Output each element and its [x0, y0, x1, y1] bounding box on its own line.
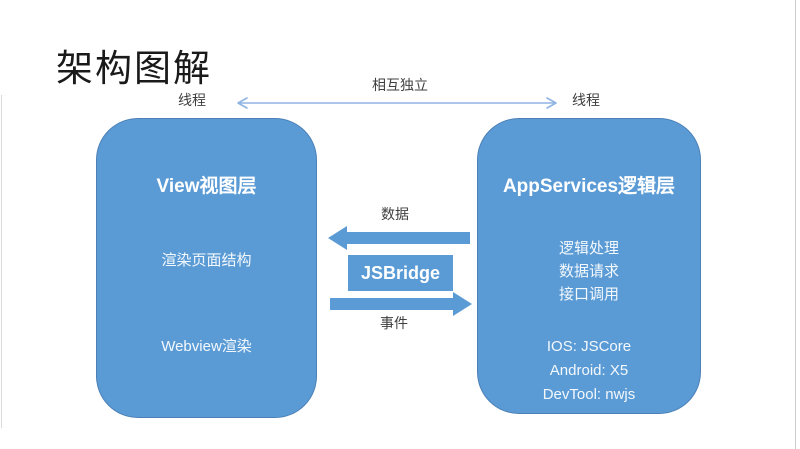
slide-left-border: [1, 95, 2, 428]
view-layer-title: View视图层: [156, 176, 257, 197]
appservices-logic-list: 逻辑处理 数据请求 接口调用: [478, 237, 700, 306]
slide-right-border: [795, 0, 796, 449]
logic-item: 数据请求: [558, 263, 619, 280]
event-arrow-label: 事件: [380, 315, 408, 331]
appservices-layer-title: AppServices逻辑层: [502, 176, 676, 197]
thread-label-left: 线程: [178, 92, 206, 108]
view-layer-item: 渲染页面结构: [161, 252, 252, 269]
data-arrow-label: 数据: [381, 206, 409, 222]
view-layer-item: Webview渲染: [161, 338, 252, 355]
runtime-item: DevTool: nwjs: [542, 386, 636, 403]
appservices-runtime-list: IOS: JSCore Android: X5 DevTool: nwjs: [478, 335, 700, 407]
data-arrow: [328, 226, 470, 250]
independent-label: 相互独立: [372, 77, 428, 93]
runtime-item: IOS: JSCore: [546, 338, 632, 355]
jsbridge-box: JSBridge: [348, 255, 453, 291]
appservices-layer-box: AppServices逻辑层 逻辑处理 数据请求 接口调用 IOS: JSCor…: [477, 118, 701, 414]
logic-item: 逻辑处理: [558, 240, 619, 257]
runtime-item: Android: X5: [549, 362, 629, 379]
double-headed-arrow: [237, 97, 557, 109]
view-layer-box: View视图层 渲染页面结构 Webview渲染: [96, 118, 317, 418]
page-title: 架构图解: [56, 49, 212, 90]
thread-label-right: 线程: [572, 92, 600, 108]
logic-item: 接口调用: [558, 286, 619, 303]
